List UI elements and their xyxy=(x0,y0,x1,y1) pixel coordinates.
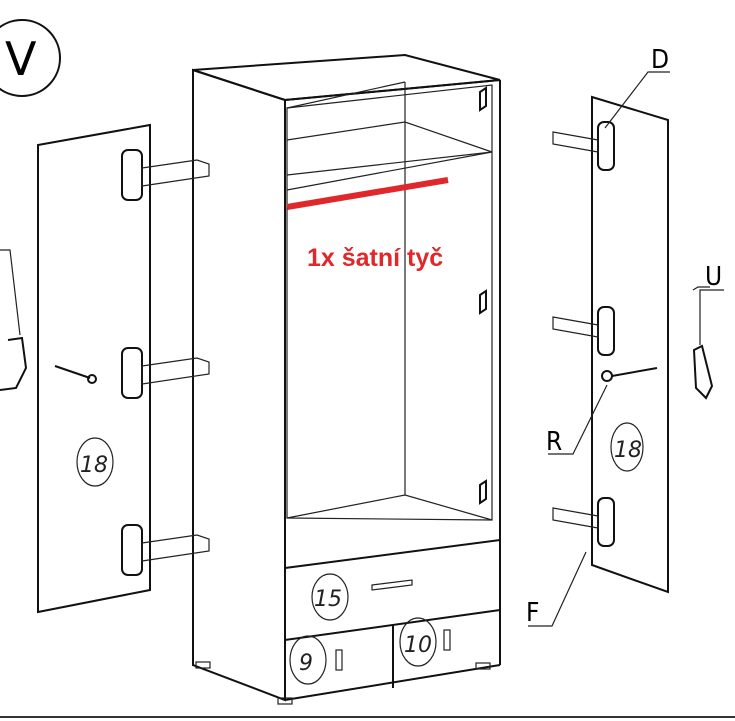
hinge-icon xyxy=(121,524,210,576)
label-r: R xyxy=(546,427,562,457)
part-number-drawer: 15 xyxy=(314,587,342,612)
door-handle-icon xyxy=(443,629,451,651)
label-fixing: F xyxy=(526,551,587,628)
rail-annotation: 1x šatní tyč xyxy=(307,244,443,272)
label-screw: R xyxy=(546,384,608,457)
screw-icon xyxy=(54,365,97,384)
hinge-icon xyxy=(121,347,210,399)
drawer-handle-icon xyxy=(371,579,413,591)
door-part-9: 9 xyxy=(289,635,343,685)
label-d: D xyxy=(651,45,669,75)
label-hinge: D xyxy=(604,45,670,129)
right-door: 18 xyxy=(552,95,714,594)
hinge-icon xyxy=(552,306,615,356)
handle-icon xyxy=(692,286,714,400)
part-number-left-door: 18 xyxy=(80,453,108,478)
drawer-part: 15 xyxy=(311,573,413,621)
hinge-icon xyxy=(121,149,210,201)
hinge-plate-icon xyxy=(479,86,487,112)
left-door: 18 xyxy=(0,123,210,614)
hinge-icon xyxy=(552,121,615,171)
door-handle-icon xyxy=(335,649,343,671)
hinge-plate-icon xyxy=(479,479,487,505)
label-handle: U xyxy=(699,262,724,345)
wardrobe-carcass xyxy=(192,53,501,705)
step-marker: V xyxy=(0,19,61,97)
screw-icon xyxy=(601,367,658,382)
hanging-rail xyxy=(286,177,449,210)
hinge-plate-icon xyxy=(479,289,487,315)
part-number-right-door: 18 xyxy=(614,438,642,463)
hinge-icon xyxy=(552,497,615,547)
step-number: V xyxy=(5,32,37,86)
label-u: U xyxy=(705,262,722,292)
handle-icon xyxy=(0,249,28,391)
part-number-10: 10 xyxy=(404,633,432,658)
part-number-9: 9 xyxy=(299,651,313,676)
label-f: F xyxy=(526,598,539,628)
door-part-10: 10 xyxy=(399,617,451,667)
